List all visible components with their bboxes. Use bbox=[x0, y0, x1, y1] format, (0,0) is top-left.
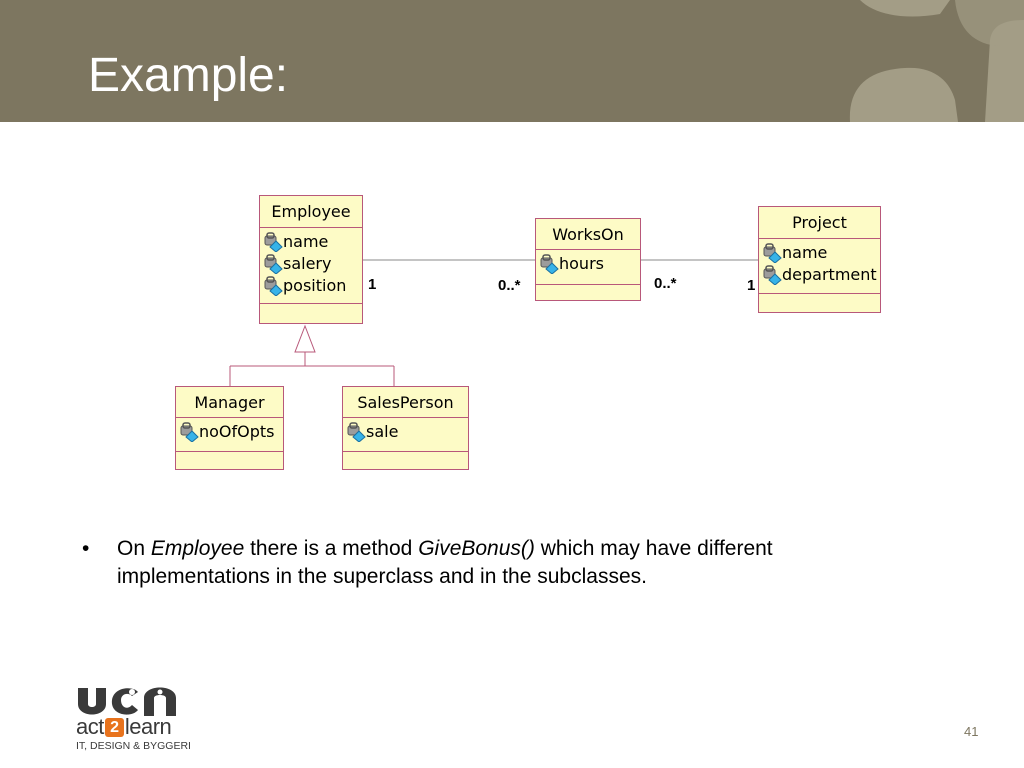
private-attribute-icon bbox=[180, 422, 199, 442]
attribute-label: position bbox=[283, 276, 347, 295]
private-attribute-icon bbox=[264, 232, 283, 252]
multiplicity-workson-left: 0..* bbox=[498, 277, 521, 294]
bullet-text-employee: Employee bbox=[150, 537, 245, 560]
attribute-row: noOfOpts bbox=[176, 421, 283, 443]
generalization-arrow bbox=[294, 324, 316, 353]
attribute-label: salery bbox=[283, 254, 332, 273]
attribute-row: name bbox=[759, 242, 880, 264]
class-project-attributes: name department bbox=[759, 239, 880, 294]
logo-learn: learn bbox=[124, 714, 172, 739]
class-salesperson-attributes: sale bbox=[343, 418, 468, 452]
logo-act: act bbox=[76, 714, 104, 739]
bullet-text-method: GiveBonus() bbox=[418, 537, 535, 560]
page-number: 41 bbox=[964, 724, 979, 739]
multiplicity-workson-right: 0..* bbox=[654, 275, 677, 292]
class-workson-name: WorksOn bbox=[536, 219, 640, 250]
class-project-name: Project bbox=[759, 207, 880, 239]
slide-header: Example: bbox=[0, 0, 1024, 122]
ucn-logo-mark bbox=[78, 687, 176, 716]
attribute-label: sale bbox=[366, 422, 399, 441]
class-salesperson-name: SalesPerson bbox=[343, 387, 468, 418]
bullet-dot: • bbox=[82, 537, 90, 560]
private-attribute-icon bbox=[264, 276, 283, 296]
attribute-row: salery bbox=[260, 253, 362, 275]
attribute-label: name bbox=[782, 243, 828, 262]
bullet-text-pre: On bbox=[117, 537, 151, 560]
attribute-label: noOfOpts bbox=[199, 422, 275, 441]
attribute-row: position bbox=[260, 275, 362, 297]
class-employee: Employee name salery position bbox=[259, 195, 363, 324]
multiplicity-employee-end: 1 bbox=[368, 276, 377, 293]
private-attribute-icon bbox=[264, 254, 283, 274]
private-attribute-icon bbox=[763, 265, 782, 285]
class-manager-name: Manager bbox=[176, 387, 283, 418]
logo-number: 2 bbox=[104, 718, 124, 737]
attribute-label: name bbox=[283, 232, 329, 251]
bullet-item: • On Employee there is a method GiveBonus… bbox=[80, 535, 880, 591]
slide-title: Example: bbox=[88, 49, 289, 102]
class-project: Project name department bbox=[758, 206, 881, 313]
header-decoration bbox=[849, 0, 1024, 122]
bullet-list: • On Employee there is a method GiveBonus… bbox=[80, 535, 880, 591]
class-manager-attributes: noOfOpts bbox=[176, 418, 283, 452]
class-salesperson: SalesPerson sale bbox=[342, 386, 469, 470]
class-manager: Manager noOfOpts bbox=[175, 386, 284, 470]
bullet-text-post: which may have different implementations… bbox=[117, 537, 773, 588]
attribute-row: sale bbox=[343, 421, 468, 443]
attribute-row: name bbox=[260, 231, 362, 253]
attribute-row: department bbox=[759, 264, 880, 286]
logo-subtitle: IT, DESIGN & BYGGERI bbox=[76, 740, 191, 752]
uml-connectors bbox=[229, 259, 758, 386]
class-employee-name: Employee bbox=[260, 196, 362, 228]
class-workson: WorksOn hours bbox=[535, 218, 641, 301]
private-attribute-icon bbox=[540, 254, 559, 274]
multiplicity-project-end: 1 bbox=[747, 277, 756, 294]
private-attribute-icon bbox=[763, 243, 782, 263]
attribute-label: hours bbox=[559, 254, 604, 273]
attribute-row: hours bbox=[536, 253, 640, 275]
class-workson-attributes: hours bbox=[536, 250, 640, 285]
class-employee-attributes: name salery position bbox=[260, 228, 362, 304]
private-attribute-icon bbox=[347, 422, 366, 442]
bullet-text-mid: there is a method bbox=[244, 537, 419, 560]
attribute-label: department bbox=[782, 265, 877, 284]
